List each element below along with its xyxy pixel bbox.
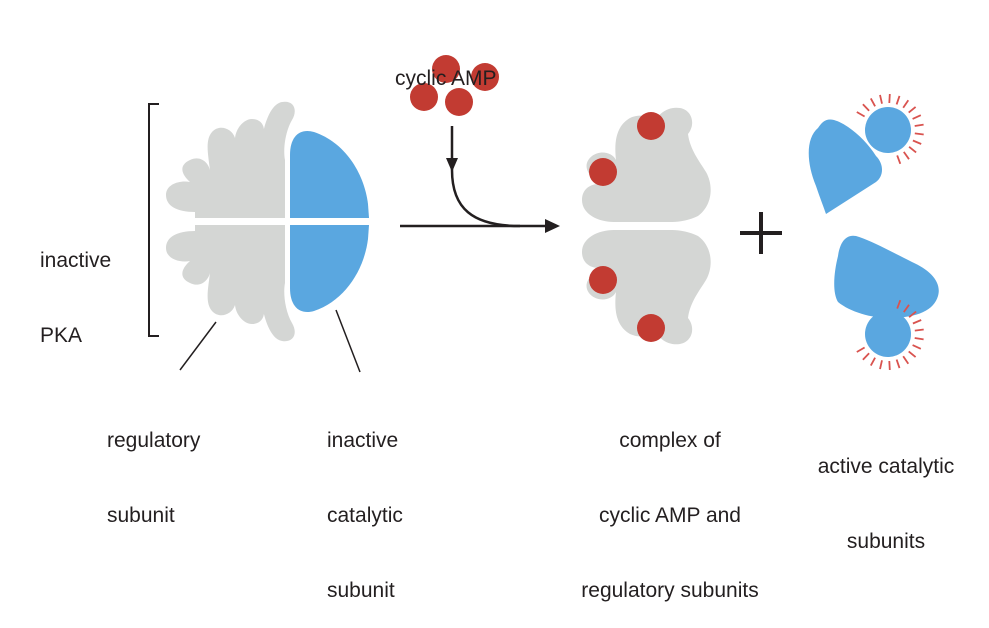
complex-regulatory-subunits (582, 107, 711, 345)
cyclic-amp-label: cyclic AMP (395, 67, 497, 90)
complex-bound-camp (589, 112, 665, 342)
regulatory-subunit-label: regulatory subunit (107, 429, 201, 527)
activity-ray (856, 111, 866, 118)
activity-ray (903, 151, 910, 160)
activity-ray (903, 304, 910, 313)
activity-ray (914, 337, 924, 341)
activity-ray (862, 103, 870, 112)
activity-ray (856, 346, 866, 353)
activity-ray (896, 155, 902, 165)
activity-ray (888, 360, 891, 371)
regulatory-subunits (166, 101, 295, 342)
activity-ray (895, 359, 901, 369)
activity-ray (902, 99, 910, 109)
activity-ray (862, 352, 870, 361)
pka-bracket (148, 103, 159, 337)
arrowhead-down (446, 158, 458, 172)
complex-label: complex of cyclic AMP and regulatory sub… (581, 429, 759, 602)
plus-sign (740, 212, 782, 254)
regulatory-leader-line (179, 321, 217, 371)
activity-ray (896, 299, 902, 309)
activity-ray (879, 94, 883, 104)
activity-ray (914, 328, 924, 332)
activity-ray (908, 310, 917, 318)
activity-ray (912, 114, 922, 120)
activity-ray (888, 93, 891, 104)
activity-ray (908, 106, 917, 114)
activity-ray (912, 344, 922, 350)
activity-ray (870, 357, 876, 367)
arrowhead-right (545, 219, 560, 233)
activity-ray (914, 132, 924, 136)
active-catalytic-bottom (834, 235, 939, 371)
inactive-catalytic-subunits (290, 130, 369, 313)
activity-ray (912, 319, 922, 325)
activity-ray (908, 350, 917, 358)
cyclic-amp-molecules (410, 55, 499, 116)
active-catalytic-label: active catalytic subunits (817, 455, 955, 553)
activity-ray (902, 355, 910, 365)
activity-ray (908, 146, 917, 154)
inactive-catalytic-subunit-label: inactive catalytic subunit (327, 429, 403, 602)
activity-ray (870, 97, 876, 107)
active-catalytic-top (808, 93, 924, 214)
activity-ray (879, 360, 883, 370)
pka-activation-diagram (148, 55, 939, 373)
activity-ray (895, 95, 901, 105)
catalytic-leader-line (335, 309, 361, 373)
activity-ray (914, 123, 924, 127)
activity-ray (912, 139, 922, 145)
inactive-pka-label: inactive PKA (40, 249, 112, 347)
reaction-arrow (400, 126, 548, 228)
